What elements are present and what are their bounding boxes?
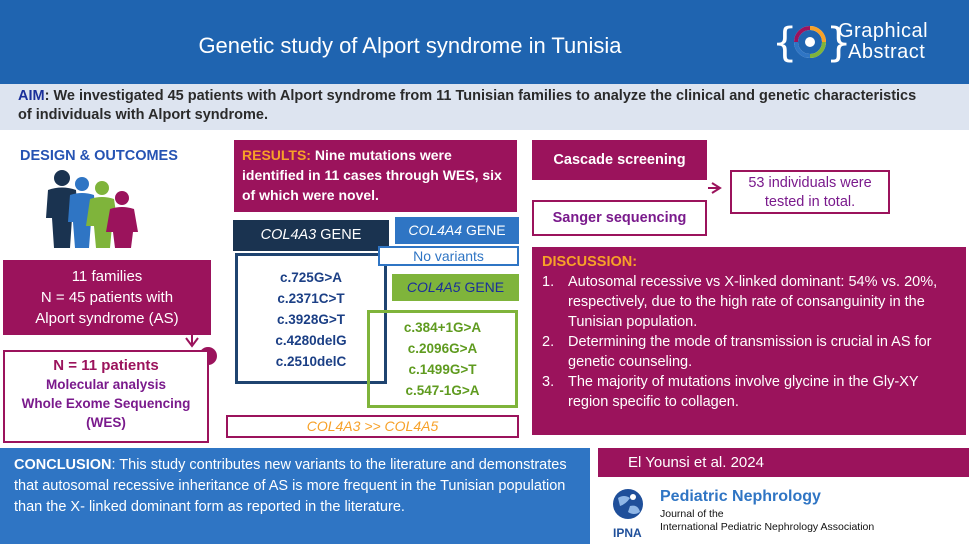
discussion-item: 1. Autosomal recessive vs X-linked domina… xyxy=(542,272,956,332)
discussion-item-number: 2. xyxy=(542,334,555,350)
svg-text:}: } xyxy=(826,20,851,66)
patients-line-3: (WES) xyxy=(86,415,126,430)
results-box: RESULTS: Nine mutations were identified … xyxy=(234,140,517,212)
patients-count: N = 11 patients xyxy=(53,357,159,374)
discussion-item-number: 3. xyxy=(542,374,555,390)
col4a5-gene-name: COL4A5 xyxy=(406,279,461,295)
logo-text-graphical: Graphical xyxy=(838,20,929,42)
journal-subtitle-2: International Pediatric Nephrology Assoc… xyxy=(660,521,875,533)
col4a3-variant: c.725G>A xyxy=(280,270,342,285)
journal-subtitle-1: Journal of the xyxy=(660,508,724,520)
col4a3-variant: c.2510delC xyxy=(275,354,347,369)
tested-line-2: tested in total. xyxy=(764,194,856,210)
patients-line-1: Molecular analysis xyxy=(45,377,167,392)
col4a5-gene-suffix: GENE xyxy=(460,279,505,295)
col4a5-gene-header: COL4A5 GENE xyxy=(392,274,519,301)
tested-total-box: 53 individuals were tested in total. xyxy=(730,170,890,214)
col4a5-variant: c.1499G>T xyxy=(408,362,477,377)
col4a4-gene-name: COL4A4 xyxy=(408,222,463,238)
col4a5-variant: c.2096G>A xyxy=(407,341,478,356)
gene-ratio-box: COL4A3 >> COL4A5 xyxy=(226,415,519,438)
aim-label: AIM xyxy=(18,88,45,104)
ipna-globe-icon xyxy=(613,489,643,519)
results-label: RESULTS: xyxy=(242,147,311,163)
col4a3-gene-header: COL4A3 GENE xyxy=(233,220,389,251)
families-line-3: Alport syndrome (AS) xyxy=(35,310,179,327)
discussion-item-number: 1. xyxy=(542,274,555,290)
col4a5-variant: c.384+1G>A xyxy=(403,320,482,335)
conclusion-text: : This study contributes new variants to… xyxy=(14,457,567,515)
discussion-item-text: The majority of mutations involve glycin… xyxy=(568,374,919,410)
families-box: 11 families N = 45 patients with Alport … xyxy=(3,260,211,335)
svg-text:{: { xyxy=(772,20,797,66)
col4a3-gene-name: COL4A3 xyxy=(260,227,317,243)
conclusion-label: CONCLUSION xyxy=(14,457,112,473)
design-outcomes-title: DESIGN & OUTCOMES xyxy=(20,148,178,164)
aim-body: : We investigated 45 patients with Alpor… xyxy=(18,88,917,123)
discussion-title: DISCUSSION: xyxy=(542,254,638,270)
col4a4-gene-header: COL4A4 GENE xyxy=(395,217,519,244)
col4a3-variant-list: c.725G>A c.2371C>T c.3928G>T c.4280delG … xyxy=(235,253,387,384)
conclusion-box: CONCLUSION: This study contributes new v… xyxy=(0,448,590,544)
col4a3-variant: c.4280delG xyxy=(275,333,347,348)
patients-box: N = 11 patients Molecular analysis Whole… xyxy=(3,350,209,443)
discussion-item: 2. Determining the mode of transmission i… xyxy=(542,332,956,372)
discussion-box: DISCUSSION: 1. Autosomal recessive vs X-l… xyxy=(532,247,966,435)
discussion-item: 3. The majority of mutations involve glyc… xyxy=(542,372,956,412)
discussion-list: 1. Autosomal recessive vs X-linked domina… xyxy=(542,272,956,412)
discussion-item-text: Autosomal recessive vs X-linked dominant… xyxy=(568,274,938,330)
patients-line-2: Whole Exome Sequencing xyxy=(21,396,191,411)
ipna-label: IPNA xyxy=(613,526,642,540)
col4a3-variant: c.3928G>T xyxy=(277,312,345,327)
discussion-item-text: Determining the mode of transmission is … xyxy=(568,334,932,370)
graphical-abstract-logo-icon: { } xyxy=(772,20,851,66)
col4a4-gene-suffix: GENE xyxy=(462,222,506,238)
logo-text-abstract: Abstract xyxy=(848,41,926,63)
citation-box: El Younsi et al. 2024 xyxy=(598,448,969,477)
family-people-icon xyxy=(46,170,138,248)
col4a5-variant-list: c.384+1G>A c.2096G>A c.1499G>T c.547-1G>… xyxy=(367,310,518,408)
page-title: Genetic study of Alport syndrome in Tuni… xyxy=(198,33,622,58)
sanger-sequencing-box: Sanger sequencing xyxy=(532,200,707,236)
col4a3-variant: c.2371C>T xyxy=(277,291,345,306)
cascade-screening-box: Cascade screening xyxy=(532,140,707,180)
families-line-2: N = 45 patients with xyxy=(40,289,174,306)
aim-text: AIM: We investigated 45 patients with Al… xyxy=(18,87,918,125)
results-text: Nine mutations were identified in 11 cas… xyxy=(242,147,502,203)
col4a5-variant: c.547-1G>A xyxy=(405,383,480,398)
col4a3-gene-suffix: GENE xyxy=(316,227,362,243)
tested-line-1: 53 individuals were xyxy=(748,175,872,191)
families-line-1: 11 families xyxy=(71,268,143,285)
aim-band xyxy=(0,84,969,130)
journal-name: Pediatric Nephrology xyxy=(660,488,821,505)
col4a4-no-variants: No variants xyxy=(378,246,519,266)
